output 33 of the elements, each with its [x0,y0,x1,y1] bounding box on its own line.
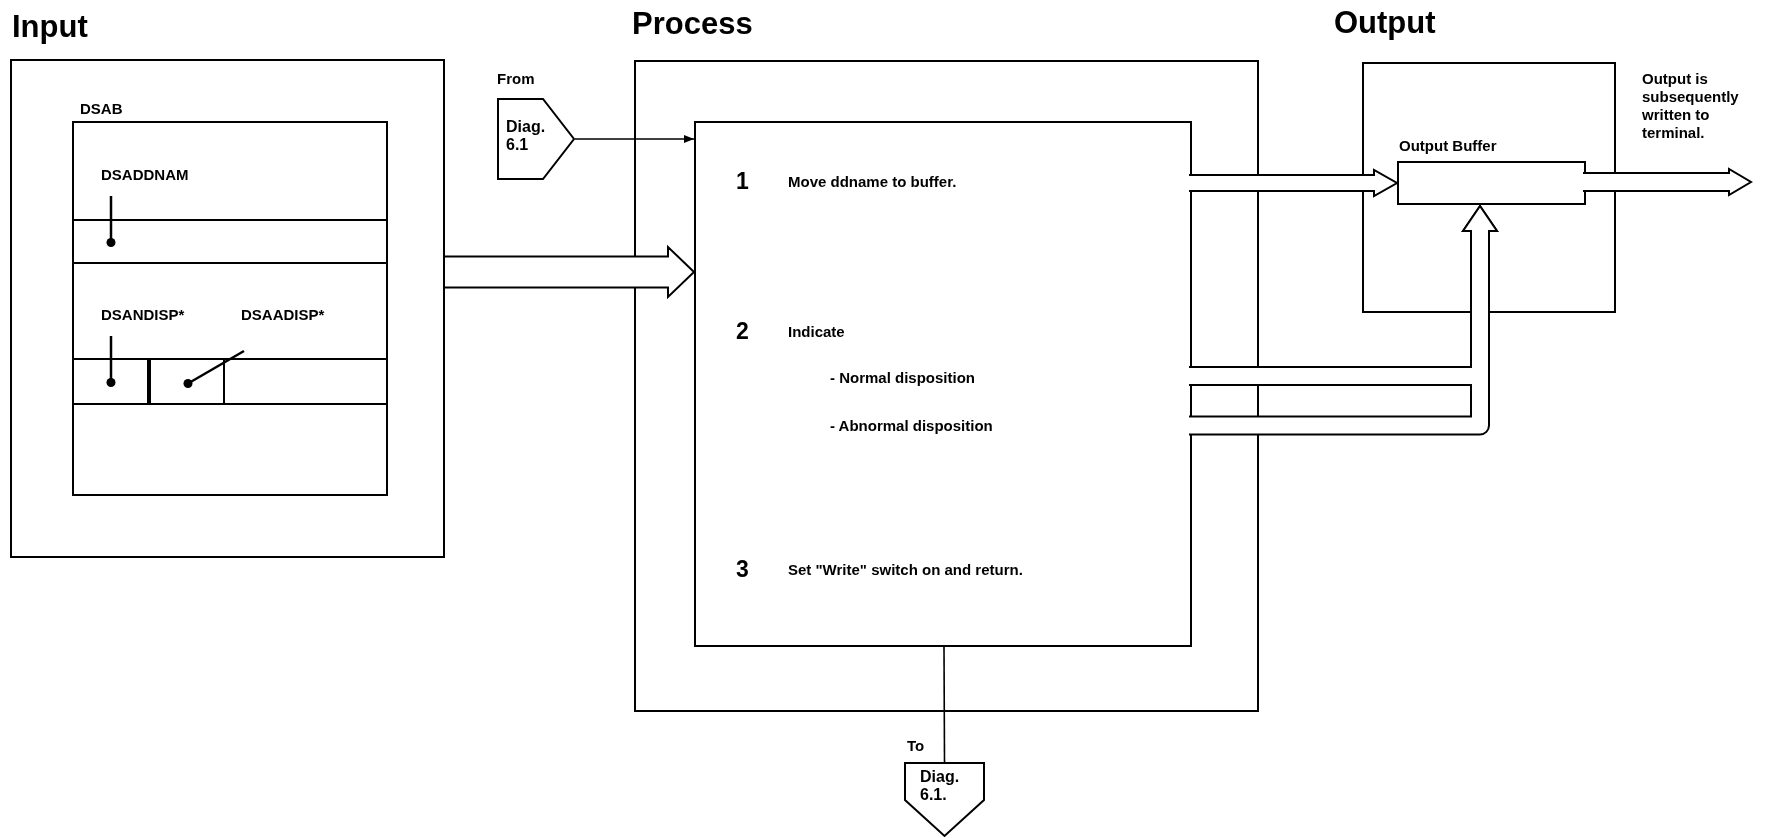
wide-arrow [1582,167,1753,197]
leader-line [106,336,116,387]
step-text: Indicate [788,323,845,341]
connector-label: Diag. 6.1. [920,768,961,805]
block-label: DSAB [80,100,123,118]
field-label: DSADDNAM [101,166,189,184]
connector-label: From [497,70,535,88]
box-label: Output Buffer [1399,137,1497,155]
section-heading: Input [12,9,88,45]
step-text: - Abnormal disposition [830,417,993,435]
process-box [694,121,1192,647]
leader-line [106,196,116,247]
connector-label: To [907,737,925,755]
connector-label: Diag. 6.1 [506,118,547,155]
step-text: - Normal disposition [830,369,975,387]
step-text: Set "Write" switch on and return. [788,561,1023,579]
field-label: DSAADISP* [241,306,325,324]
connector-line [943,646,946,763]
step-number: 1 [736,168,749,195]
wide-arrow [444,244,696,300]
wide-arrow [1189,205,1498,386]
step-number: 3 [736,556,749,583]
step-text: Move ddname to buffer. [788,173,957,191]
section-heading: Output [1334,5,1436,41]
field-box [149,358,225,405]
field-box [72,219,388,264]
wide-arrow [1188,168,1400,198]
arrow [574,135,695,143]
note-text: Output is subsequently written to terminal. [1642,70,1740,142]
leader-line [183,349,245,388]
step-number: 2 [736,318,749,345]
section-heading: Process [632,6,753,42]
field-label: DSANDISP* [101,306,185,324]
